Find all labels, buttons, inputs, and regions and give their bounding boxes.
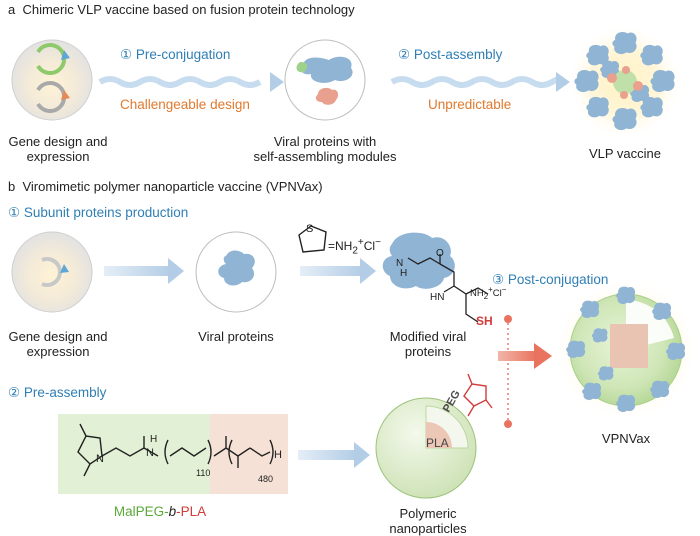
conjugation-linker xyxy=(504,315,512,428)
np-pla-label: PLA xyxy=(426,436,449,450)
wavy-arrow-pre-conjugation xyxy=(98,72,284,92)
b-caption-gene-2: expression xyxy=(26,344,90,359)
b-caption-np-1: Polymeric xyxy=(399,506,457,521)
a-step1-note: Challengeable design xyxy=(120,97,250,112)
panel-a-title: Chimeric VLP vaccine based on fusion pro… xyxy=(22,2,355,17)
chem-o: O xyxy=(436,248,444,259)
chem-sh: SH xyxy=(476,314,493,328)
reagent-sup: + xyxy=(357,237,364,248)
chem-nh-sub: 2 xyxy=(483,292,489,302)
polymer-pla: -PLA xyxy=(176,504,207,519)
chem-nh2cl: NH2+Cl− xyxy=(470,282,506,304)
a-step2-label: ② Post-assembly xyxy=(398,47,502,62)
vpnvax-graphic xyxy=(554,278,698,422)
gene-design-sphere-a xyxy=(11,39,93,121)
reagent-s: S xyxy=(306,223,314,235)
chem-n: N xyxy=(396,258,404,269)
b-step3-label: ③ Post-conjugation xyxy=(492,272,608,287)
chem-hn: HN xyxy=(430,292,445,303)
a-caption-vlp: VLP vaccine xyxy=(588,146,662,161)
panel-b-letter: b xyxy=(8,179,16,194)
arrow-to-viral-proteins xyxy=(104,258,184,284)
modified-viral-protein xyxy=(382,232,489,323)
b-caption-modified-2: proteins xyxy=(404,344,452,359)
poly-nh-label: N xyxy=(146,447,154,459)
chem-nh: NH xyxy=(470,288,484,300)
a-caption-viral-2: self-assembling modules xyxy=(253,149,397,164)
b-step1-text: Subunit proteins production xyxy=(23,205,189,220)
panel-b-title: Viromimetic polymer nanoparticle vaccine… xyxy=(22,179,323,194)
polymer-name: MalPEG-b-PLA xyxy=(114,504,206,519)
a-step2-note: Unpredictable xyxy=(428,97,512,112)
polymer-b: b xyxy=(168,504,177,519)
a-step1-label: ① Pre-conjugation xyxy=(120,47,230,62)
malpeg-pla-structure xyxy=(58,414,288,494)
chem-nh-sup: + xyxy=(488,285,493,294)
poly-pla-n: 480 xyxy=(258,474,274,484)
gene-design-sphere-b xyxy=(11,231,93,313)
b-caption-modified-1: Modified viral xyxy=(389,329,467,344)
a-step2-num: ② xyxy=(398,47,411,62)
vlp-vaccine-graphic xyxy=(567,24,683,140)
b-caption-gene-1: Gene design and xyxy=(8,329,108,344)
b-caption-viral: Viral proteins xyxy=(198,329,274,344)
b-caption-np-2: nanoparticles xyxy=(389,521,467,536)
post-conjugation-arrow xyxy=(498,343,552,369)
iminothiolane-structure xyxy=(298,225,327,253)
b-step2-text: Pre-assembly xyxy=(23,385,107,400)
panel-a-header: a Chimeric VLP vaccine based on fusion p… xyxy=(8,2,355,17)
viral-proteins-circle-a xyxy=(284,39,366,121)
poly-end-h: H xyxy=(274,449,282,461)
a-step1-num: ① xyxy=(120,47,133,62)
a-caption-viral-1: Viral proteins with xyxy=(273,134,377,149)
panel-b-header: b Viromimetic polymer nanoparticle vacci… xyxy=(8,179,323,194)
a-caption-gene-1: Gene design and xyxy=(8,134,108,149)
a-caption-gene-2: expression xyxy=(26,149,90,164)
polymeric-nanoparticle xyxy=(375,373,493,499)
poly-h-label: H xyxy=(150,434,158,445)
arrow-to-modified-proteins xyxy=(300,258,376,284)
a-step2-text: Post-assembly xyxy=(413,47,503,62)
poly-peg-n: 110 xyxy=(196,468,211,478)
b-step3-num: ③ xyxy=(492,272,505,287)
wavy-arrow-post-assembly xyxy=(390,72,570,92)
a-step1-text: Pre-conjugation xyxy=(135,47,231,62)
b-step3-text: Post-conjugation xyxy=(507,272,609,287)
chem-cl-sup: − xyxy=(501,285,507,294)
reagent-cl-sup: − xyxy=(375,237,381,248)
arrow-to-nanoparticles xyxy=(298,442,370,468)
polymer-mal: MalPEG- xyxy=(113,504,169,519)
b-step1-label: ① Subunit proteins production xyxy=(8,205,188,220)
chem-cl: Cl xyxy=(492,288,502,300)
b-step2-label: ② Pre-assembly xyxy=(8,385,106,400)
b-step2-num: ② xyxy=(8,385,21,400)
reagent-nh: NH xyxy=(335,239,353,253)
viral-proteins-circle-b xyxy=(195,231,277,313)
b-step1-num: ① xyxy=(8,205,21,220)
panel-a-letter: a xyxy=(8,2,16,17)
chem-h: H xyxy=(400,268,408,279)
reagent-label: =NH2+Cl− xyxy=(328,237,381,257)
reagent-cl: Cl xyxy=(363,239,376,253)
b-caption-vpnvax: VPNVax xyxy=(601,431,651,446)
poly-n-label: N xyxy=(96,453,104,465)
